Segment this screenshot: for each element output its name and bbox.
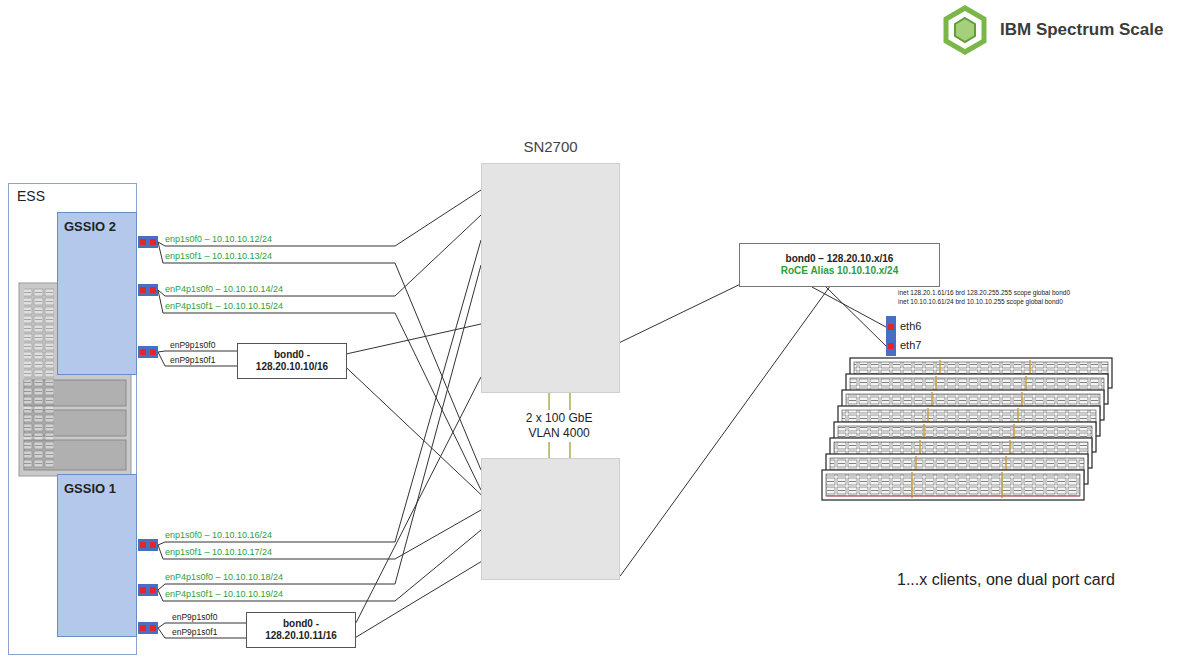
interface-label: enP4p1s0f0 – 10.10.10.14/24 xyxy=(165,284,283,295)
box-heading: GSSIO 2 xyxy=(58,213,136,241)
network-link xyxy=(356,562,481,638)
interface-label: enp1s0f0 – 10.10.10.12/24 xyxy=(165,234,272,245)
interface-label: enP4p1s0f0 – 10.10.10.18/24 xyxy=(165,572,283,583)
interface-label: enP9p1s0f0 xyxy=(172,612,217,622)
io-server-box: GSSIO 1 xyxy=(57,474,137,637)
link-label: 2 x 100 GbE VLAN 4000 xyxy=(506,410,612,442)
inet-note: inet 128.20.1.61/16 brd 128.20.255.255 s… xyxy=(898,289,1070,297)
ess-enclosure: ESS GSSIO 2 GSSIO 1 xyxy=(8,183,137,655)
port-name: eth6 xyxy=(900,320,921,333)
network-link xyxy=(356,377,481,623)
network-link xyxy=(620,287,829,576)
logo-text: IBM Spectrum Scale xyxy=(1000,20,1163,40)
network-link xyxy=(347,368,481,494)
interface-label: enP9p1s0f1 xyxy=(170,355,215,365)
box-heading: ESS xyxy=(9,184,136,209)
interface-text: bond0 – 128.20.10.x/16 xyxy=(786,253,894,265)
logo-icon xyxy=(946,8,984,52)
interface-text: RoCE Alias 10.10.10.x/24 xyxy=(781,265,898,277)
port-card xyxy=(138,236,158,634)
interface-label: enP4p1s0f1 – 10.10.10.15/24 xyxy=(165,301,283,312)
client-port-card xyxy=(886,316,896,356)
switch-box: SN2700 xyxy=(481,163,620,393)
caption-note: 1...x clients, one dual port card xyxy=(897,570,1115,589)
inet-note: inet 10.10.10.61/24 brd 10.10.10.255 sco… xyxy=(898,298,1063,306)
interface-label: enP4p1s0f1 – 10.10.10.19/24 xyxy=(165,589,283,600)
interface-label: enp1s0f1 – 10.10.10.13/24 xyxy=(165,251,272,262)
bond-box: bond0 - 128.20.10.11/16 xyxy=(246,612,356,648)
box-heading: GSSIO 1 xyxy=(58,475,136,503)
interface-label: enp1s0f0 – 10.10.10.16/24 xyxy=(165,530,272,541)
server-unit xyxy=(822,470,1084,500)
client-servers xyxy=(822,358,1112,500)
switch-name: SN2700 xyxy=(482,138,619,156)
interface-text: bond0 - 128.20.10.11/16 xyxy=(253,618,349,642)
io-server-box: GSSIO 2 xyxy=(57,212,137,375)
port-name: eth7 xyxy=(900,339,921,352)
bond-box: bond0 - 128.20.10.10/16 xyxy=(237,343,347,379)
interface-label: enp1s0f1 – 10.10.10.17/24 xyxy=(165,547,272,558)
client-bond-box: bond0 – 128.20.10.x/16RoCE Alias 10.10.1… xyxy=(739,243,940,287)
switch-box xyxy=(481,458,620,580)
network-link xyxy=(347,324,481,354)
interface-label: enP9p1s0f0 xyxy=(170,340,215,350)
interface-text: bond0 - 128.20.10.10/16 xyxy=(244,349,340,373)
interface-label: enP9p1s0f1 xyxy=(172,627,217,637)
network-link xyxy=(620,285,739,343)
